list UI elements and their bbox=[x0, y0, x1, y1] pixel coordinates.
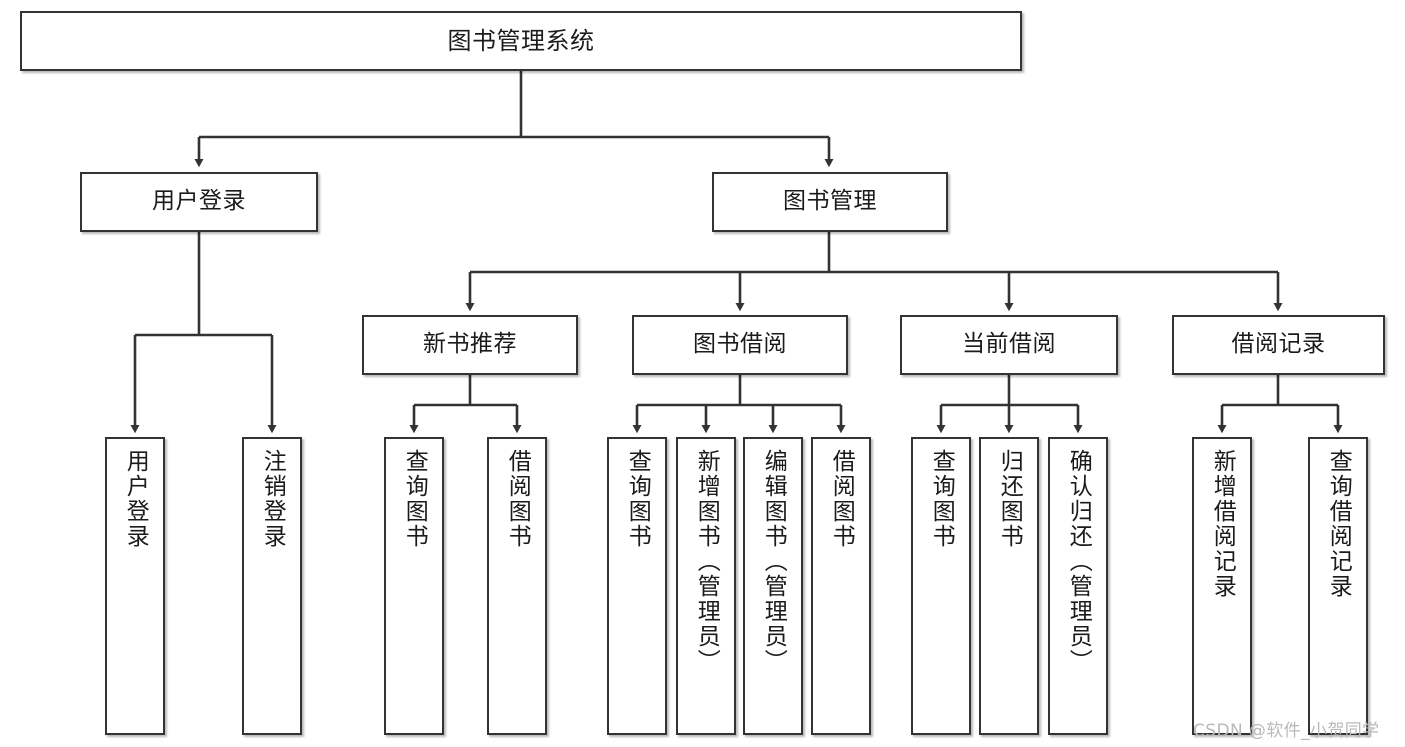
node-label: 查询借阅记录 bbox=[1325, 449, 1352, 599]
leaf-record-query-borrow-record[interactable]: 查询借阅记录 bbox=[1308, 437, 1368, 735]
node-label: 当前借阅 bbox=[962, 331, 1056, 358]
node-label: 用户登录 bbox=[122, 449, 149, 549]
leaf-recommend-borrow-book[interactable]: 借阅图书 bbox=[487, 437, 547, 735]
node-label: 新增借阅记录 bbox=[1209, 449, 1236, 599]
node-root-book-management-system[interactable]: 图书管理系统 bbox=[20, 11, 1022, 71]
node-book-borrow[interactable]: 图书借阅 bbox=[632, 315, 848, 375]
node-label: 借阅记录 bbox=[1231, 331, 1326, 358]
node-user-login[interactable]: 用户登录 bbox=[80, 172, 318, 232]
leaf-recommend-query-book[interactable]: 查询图书 bbox=[384, 437, 444, 735]
node-label: 查询图书 bbox=[401, 449, 428, 549]
node-label: 查询图书 bbox=[928, 449, 955, 549]
node-label: 图书借阅 bbox=[693, 331, 787, 358]
node-label: 借阅图书 bbox=[504, 449, 531, 549]
leaf-borrow-borrow-book[interactable]: 借阅图书 bbox=[811, 437, 871, 735]
leaf-borrow-edit-book-admin[interactable]: 编辑图书（管理员） bbox=[743, 437, 803, 735]
node-label: 图书管理 bbox=[783, 188, 877, 215]
node-label: 用户登录 bbox=[152, 188, 246, 215]
leaf-user-login-login[interactable]: 用户登录 bbox=[105, 437, 165, 735]
leaf-user-login-logout[interactable]: 注销登录 bbox=[242, 437, 302, 735]
leaf-record-add-borrow-record[interactable]: 新增借阅记录 bbox=[1192, 437, 1252, 735]
node-label: 查询图书 bbox=[624, 449, 651, 549]
node-book-management[interactable]: 图书管理 bbox=[712, 172, 948, 232]
leaf-current-query-book[interactable]: 查询图书 bbox=[911, 437, 971, 735]
node-label: 新书推荐 bbox=[423, 331, 517, 358]
node-label: 新增图书（管理员） bbox=[693, 449, 720, 674]
node-label: 图书管理系统 bbox=[447, 26, 595, 55]
node-borrow-record[interactable]: 借阅记录 bbox=[1172, 315, 1385, 375]
leaf-borrow-query-book[interactable]: 查询图书 bbox=[607, 437, 667, 735]
node-label: 编辑图书（管理员） bbox=[760, 449, 787, 674]
node-current-borrow[interactable]: 当前借阅 bbox=[900, 315, 1118, 375]
node-label: 归还图书 bbox=[996, 449, 1023, 549]
node-label: 注销登录 bbox=[259, 449, 286, 549]
leaf-current-confirm-return-admin[interactable]: 确认归还（管理员） bbox=[1048, 437, 1108, 735]
leaf-current-return-book[interactable]: 归还图书 bbox=[979, 437, 1039, 735]
node-new-book-recommend[interactable]: 新书推荐 bbox=[362, 315, 578, 375]
leaf-borrow-add-book-admin[interactable]: 新增图书（管理员） bbox=[676, 437, 736, 735]
node-label: 确认归还（管理员） bbox=[1065, 449, 1092, 674]
csdn-watermark: CSDN @软件_小贺同学 bbox=[1193, 721, 1380, 741]
node-label: 借阅图书 bbox=[828, 449, 855, 549]
